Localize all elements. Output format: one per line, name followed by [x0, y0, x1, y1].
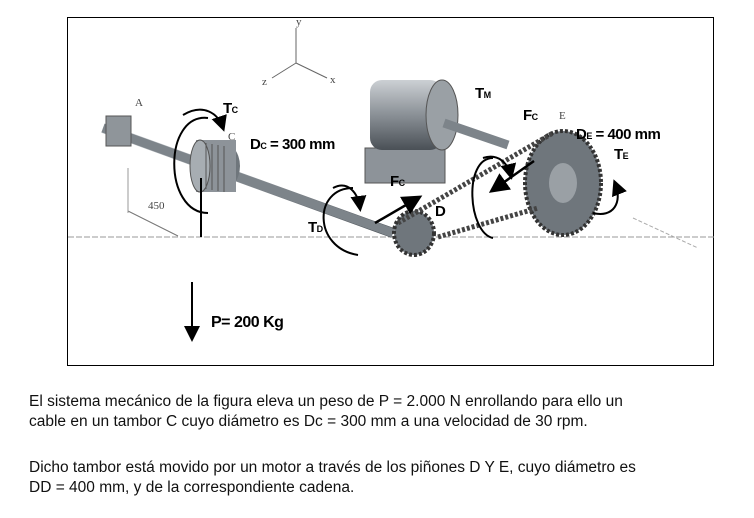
drum-c: [189, 139, 240, 193]
mechanism-figure: y x z A C E 450 TC TM FC FC TD TE D DC =…: [67, 16, 715, 366]
motor: [364, 79, 510, 184]
point-a-label: A: [135, 97, 143, 109]
mechanism-drawing: [68, 28, 715, 342]
torque-tm-label: TM: [475, 85, 491, 102]
axis-y-label: y: [296, 16, 302, 28]
diameter-de-label: DE = 400 mm: [576, 126, 661, 143]
force-fc-e: [488, 159, 535, 193]
bearing-a: [105, 115, 132, 147]
point-c-label: C: [228, 131, 236, 143]
dimension-line: [127, 210, 179, 237]
weight-label: P= 200 Kg: [211, 314, 284, 331]
paragraph-2-line-1: Dicho tambor está movido por un motor a …: [29, 459, 636, 476]
sprocket-e: [523, 129, 603, 237]
paragraph-2: Dicho tambor está movido por un motor a …: [29, 458, 739, 498]
sprocket-d-label: D: [435, 203, 446, 220]
axis-x-label: x: [330, 74, 336, 86]
paragraph-1: El sistema mecánico de la figura eleva u…: [29, 392, 739, 432]
force-fc-e-label: FC: [523, 107, 538, 124]
torque-td-label: TD: [308, 219, 323, 236]
diameter-dc-label: DC = 300 mm: [250, 136, 335, 153]
shaft-body: [101, 123, 395, 238]
dimension-label: 450: [148, 200, 165, 212]
axis-triad: [271, 28, 328, 79]
torque-arrows: [173, 108, 627, 256]
force-fc-d: [374, 195, 423, 225]
torque-tc-label: TC: [223, 100, 238, 117]
point-e-label: E: [559, 110, 566, 122]
paragraph-1-line-1: El sistema mecánico de la figura eleva u…: [29, 393, 623, 410]
force-fc-d-label: FC: [390, 173, 405, 190]
axis-z-label: z: [262, 76, 267, 88]
chain: [396, 130, 555, 240]
paragraph-2-line-2: DD = 400 mm, y de la correspondiente cad…: [29, 479, 355, 496]
sprocket-d: [392, 209, 436, 257]
torque-te-label: TE: [614, 146, 629, 163]
paragraph-1-line-2: cable en un tambor C cuyo diámetro es Dc…: [29, 413, 588, 430]
